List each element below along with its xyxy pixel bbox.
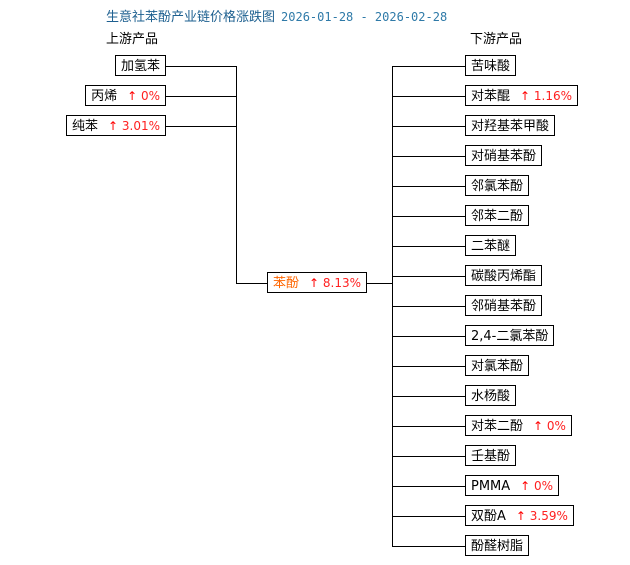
node-name: 纯苯 [71, 119, 98, 134]
upstream-label: 上游产品 [106, 32, 159, 47]
downstream-node[interactable]: 对羟基苯甲酸 [465, 115, 556, 136]
downstream-node[interactable]: 对苯醌 ↑ 1.16% [465, 85, 579, 106]
up-arrow-icon: ↑ [520, 89, 534, 103]
downstream-node[interactable]: 对氯苯酚 [465, 355, 530, 376]
up-arrow-icon: ↑ [127, 89, 141, 103]
downstream-label: 下游产品 [470, 32, 523, 47]
node-name: 对氯苯酚 [471, 359, 524, 374]
downstream-branch-line [392, 126, 465, 127]
node-name: 酚醛树脂 [471, 539, 524, 554]
downstream-branch-line [392, 246, 465, 247]
downstream-node[interactable]: 壬基酚 [465, 445, 517, 466]
downstream-node[interactable]: 对苯二酚 ↑ 0% [465, 415, 572, 436]
downstream-node[interactable]: 邻氯苯酚 [465, 175, 530, 196]
downstream-branch-line [392, 366, 465, 367]
downstream-node[interactable]: 苦味酸 [465, 55, 517, 76]
node-change: 3.01% [121, 119, 160, 133]
downstream-branch-line [392, 546, 465, 547]
node-name: 二苯醚 [471, 239, 511, 254]
downstream-node[interactable]: 酚醛树脂 [465, 535, 530, 556]
title-text: 生意社苯酚产业链价格涨跌图 [106, 10, 276, 25]
up-arrow-icon: ↑ [533, 419, 547, 433]
node-name: 碳酸丙烯酯 [471, 269, 537, 284]
node-name: 双酚A [471, 509, 506, 524]
node-name: 对羟基苯甲酸 [471, 119, 550, 134]
up-arrow-icon: ↑ [108, 119, 122, 133]
node-name: 对硝基苯酚 [471, 149, 537, 164]
downstream-branch-line [392, 276, 465, 277]
node-name: 壬基酚 [471, 449, 511, 464]
node-name: 邻苯二酚 [471, 209, 524, 224]
center-node-phenol[interactable]: 苯酚 ↑ 8.13% [267, 272, 368, 293]
node-name: 丙烯 [91, 89, 118, 104]
downstream-node[interactable]: PMMA ↑ 0% [465, 475, 560, 496]
node-name: PMMA [471, 479, 511, 494]
center-name: 苯酚 [273, 276, 300, 291]
node-change: 0% [534, 479, 554, 493]
downstream-branch-line [392, 426, 465, 427]
up-arrow-icon: ↑ [309, 276, 320, 290]
downstream-branch-line [392, 186, 465, 187]
upstream-branch-line [166, 96, 236, 97]
node-name: 2,4-二氯苯酚 [471, 329, 549, 344]
upstream-node[interactable]: 丙烯 ↑ 0% [85, 85, 166, 106]
upstream-to-center-line [236, 283, 267, 284]
downstream-node[interactable]: 邻硝基苯酚 [465, 295, 543, 316]
node-name: 苦味酸 [471, 59, 511, 74]
upstream-node[interactable]: 加氢苯 [114, 55, 166, 76]
downstream-branch-line [392, 66, 465, 67]
up-arrow-icon: ↑ [520, 479, 535, 493]
chart-title: 生意社苯酚产业链价格涨跌图 2026-01-28 - 2026-02-28 [106, 6, 447, 25]
center-to-downstream-line [362, 283, 392, 284]
node-name: 对苯醌 [471, 89, 511, 104]
downstream-node[interactable]: 对硝基苯酚 [465, 145, 543, 166]
downstream-branch-line [392, 216, 465, 217]
downstream-branch-line [392, 336, 465, 337]
node-name: 邻硝基苯酚 [471, 299, 537, 314]
downstream-node[interactable]: 邻苯二酚 [465, 205, 530, 226]
downstream-branch-line [392, 486, 465, 487]
node-change: 0% [546, 419, 566, 433]
upstream-connector [236, 66, 237, 284]
node-name: 对苯二酚 [471, 419, 524, 434]
node-change: 1.16% [533, 89, 573, 103]
downstream-branch-line [392, 306, 465, 307]
downstream-branch-line [392, 156, 465, 157]
upstream-node[interactable]: 纯苯 ↑ 3.01% [65, 115, 166, 136]
node-name: 邻氯苯酚 [471, 179, 524, 194]
center-change: 8.13% [322, 276, 362, 290]
up-arrow-icon: ↑ [515, 509, 530, 523]
node-name: 水杨酸 [471, 389, 511, 404]
upstream-branch-line [166, 126, 236, 127]
upstream-branch-line [166, 66, 236, 67]
node-change: 3.59% [529, 509, 568, 523]
downstream-node[interactable]: 二苯醚 [465, 235, 517, 256]
downstream-branch-line [392, 516, 465, 517]
downstream-branch-line [392, 96, 465, 97]
downstream-node[interactable]: 2,4-二氯苯酚 [465, 325, 555, 346]
downstream-branch-line [392, 456, 465, 457]
downstream-node[interactable]: 水杨酸 [465, 385, 517, 406]
downstream-branch-line [392, 396, 465, 397]
node-change: 0% [140, 89, 160, 103]
downstream-node[interactable]: 碳酸丙烯酯 [465, 265, 543, 286]
downstream-node[interactable]: 双酚A ↑ 3.59% [465, 505, 574, 526]
date-range: 2026-01-28 - 2026-02-28 [281, 10, 448, 24]
node-name: 加氢苯 [120, 59, 160, 74]
